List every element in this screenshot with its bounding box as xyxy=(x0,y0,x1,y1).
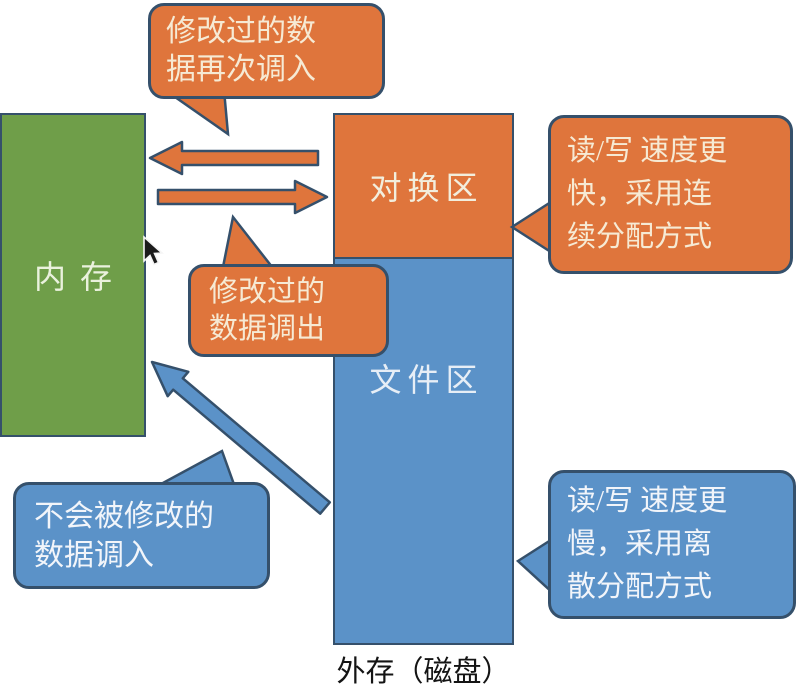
callout-file-area-speed: 读/写 速度更 慢，采用离 散分配方式 xyxy=(548,470,796,619)
callout-line: 续分配方式 xyxy=(567,221,713,253)
callout-line: 快，采用连 xyxy=(567,178,713,210)
callout-line: 修改过的 xyxy=(209,275,326,308)
callout-line: 慢，采用离 xyxy=(567,528,713,560)
swap-area-box: 对换区 xyxy=(333,113,514,259)
external-storage-caption: 外存（磁盘） xyxy=(336,656,511,688)
callout-line: 读/写 速度更 xyxy=(567,485,728,517)
swap-to-memory-arrow xyxy=(148,140,320,176)
memory-to-swap-arrow xyxy=(156,179,329,215)
swap-area-label: 对换区 xyxy=(369,170,484,206)
callout-line: 修改过的数 xyxy=(166,15,316,48)
callout-swap-area-speed: 读/写 速度更 快，采用连 续分配方式 xyxy=(548,115,793,274)
callout-line: 数据调出 xyxy=(209,312,326,345)
mouse-cursor-icon xyxy=(143,235,164,266)
memory-label: 内存 xyxy=(33,259,126,295)
callout-modified-data-swap-out: 修改过的 数据调出 xyxy=(188,264,389,357)
callout-unmodified-data-load: 不会被修改的 数据调入 xyxy=(13,482,270,589)
callout-line: 数据调入 xyxy=(34,538,154,572)
callout-line: 不会被修改的 xyxy=(34,499,214,533)
callout-modified-data-reload: 修改过的数 据再次调入 xyxy=(148,3,385,99)
callout-line: 据再次调入 xyxy=(166,53,316,86)
file-area-label: 文件区 xyxy=(369,362,484,398)
callout-line: 读/写 速度更 xyxy=(567,135,728,167)
callout-line: 散分配方式 xyxy=(567,571,713,603)
memory-box: 内存 xyxy=(0,113,146,437)
